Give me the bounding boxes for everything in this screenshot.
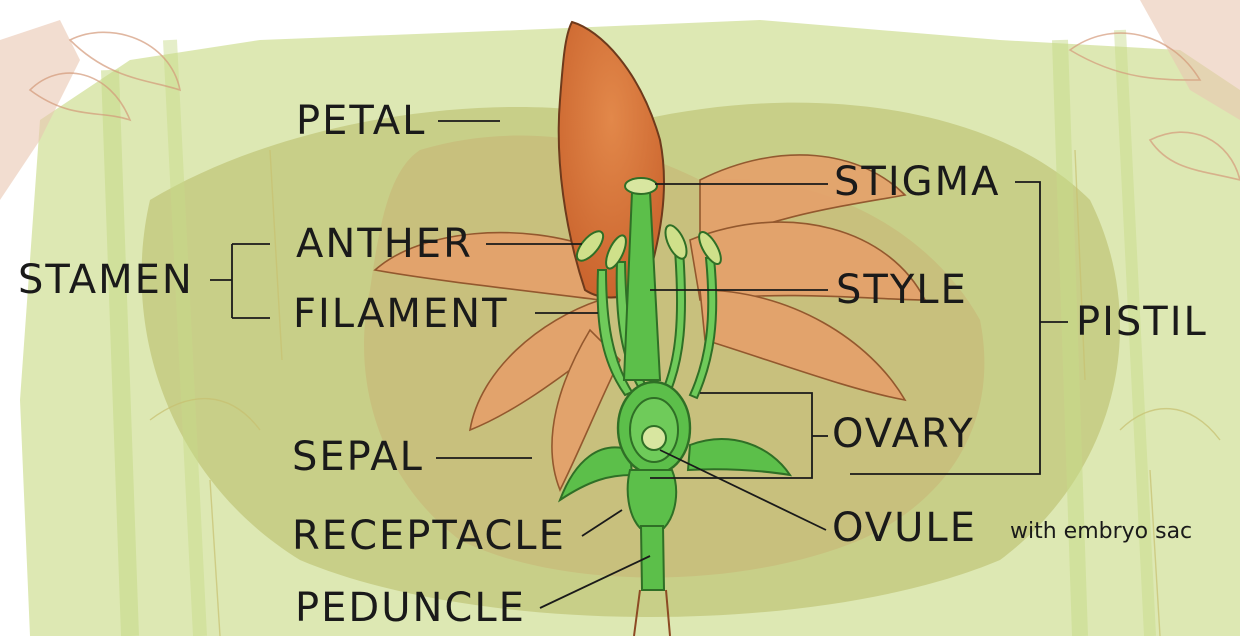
ovary-label: OVARY	[832, 414, 975, 454]
anther-label: ANTHER	[296, 224, 473, 264]
filament-label: FILAMENT	[293, 294, 509, 334]
stamen-label: STAMEN	[18, 260, 194, 300]
petal-label: PETAL	[296, 101, 426, 141]
pistil-label: PISTIL	[1076, 302, 1208, 342]
ovule-label: OVULE	[832, 508, 977, 548]
peduncle-label: PEDUNCLE	[295, 588, 526, 628]
style-label: STYLE	[836, 270, 968, 310]
receptacle-label: RECEPTACLE	[292, 516, 566, 556]
ovule-note-label: with embryo sac	[1010, 521, 1192, 543]
sepal-label: SEPAL	[292, 437, 424, 477]
stigma-label: STIGMA	[834, 162, 1001, 202]
